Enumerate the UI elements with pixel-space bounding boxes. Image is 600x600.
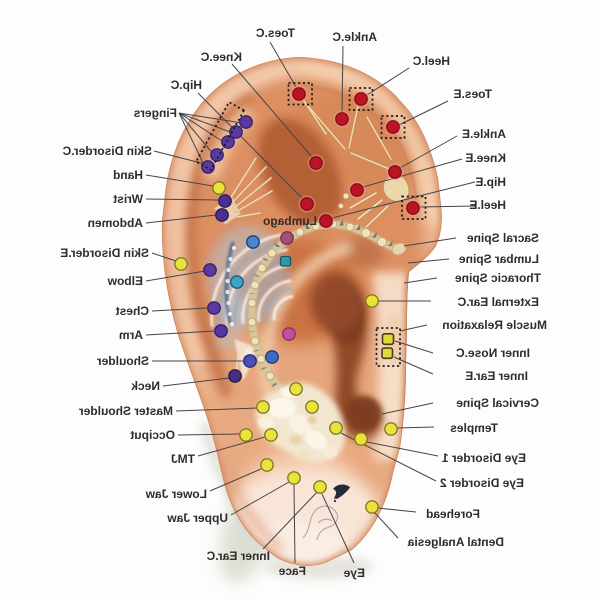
svg-text:Ankle.C: Ankle.C — [332, 30, 377, 44]
svg-text:Forehead: Forehead — [426, 507, 480, 521]
svg-text:Dental Analgesia: Dental Analgesia — [407, 535, 504, 549]
svg-text:Lumbar Spine: Lumbar Spine — [459, 252, 539, 266]
svg-text:Knee.E: Knee.E — [465, 151, 506, 165]
svg-text:Upper Jaw: Upper Jaw — [167, 511, 228, 525]
svg-text:Skin Disorder.C: Skin Disorder.C — [62, 144, 152, 158]
svg-text:Fingers: Fingers — [133, 106, 177, 120]
svg-text:Hip.E: Hip.E — [475, 175, 506, 189]
svg-text:Abdomen: Abdomen — [88, 216, 143, 230]
svg-text:Inner Nose.C: Inner Nose.C — [456, 346, 530, 360]
svg-text:Shoulder: Shoulder — [97, 354, 149, 368]
svg-text:Master Shoulder: Master Shoulder — [79, 404, 173, 418]
svg-text:Thoracic Spine: Thoracic Spine — [455, 271, 541, 285]
svg-text:Toes.E: Toes.E — [454, 87, 492, 101]
svg-text:Heel.C: Heel.C — [412, 54, 450, 68]
svg-text:Elbow: Elbow — [107, 274, 143, 288]
svg-text:Arm: Arm — [119, 328, 143, 342]
svg-text:Ankle.E: Ankle.E — [462, 127, 506, 141]
svg-text:TMJ: TMJ — [171, 452, 195, 466]
svg-text:Eye Disorder 1: Eye Disorder 1 — [442, 451, 526, 465]
svg-text:Skin Disorder.E: Skin Disorder.E — [60, 246, 149, 260]
svg-text:Lumbago: Lumbago — [263, 214, 317, 228]
svg-text:Eye: Eye — [343, 566, 365, 580]
svg-text:Lower Jaw: Lower Jaw — [145, 487, 207, 501]
svg-text:Cervical Spine: Cervical Spine — [456, 396, 539, 410]
svg-text:Wrist: Wrist — [113, 192, 143, 206]
svg-text:Toes.C: Toes.C — [256, 26, 295, 40]
svg-text:Inner Ear.C: Inner Ear.C — [206, 549, 270, 563]
svg-text:Sacral Spine: Sacral Spine — [467, 231, 539, 245]
svg-text:Eye Disorder 2: Eye Disorder 2 — [440, 476, 524, 490]
svg-text:Neck: Neck — [131, 379, 160, 393]
svg-text:Temples: Temples — [450, 421, 498, 435]
svg-text:Hip.C: Hip.C — [170, 78, 202, 92]
svg-text:Heel.E: Heel.E — [469, 198, 506, 212]
svg-text:Face: Face — [278, 564, 306, 578]
svg-text:Chest: Chest — [116, 304, 149, 318]
svg-text:Muscle Relaxation: Muscle Relaxation — [442, 318, 547, 332]
svg-text:Hand: Hand — [113, 168, 143, 182]
svg-text:Inner Ear.E: Inner Ear.E — [465, 369, 528, 383]
svg-text:Knee.C: Knee.C — [200, 50, 242, 64]
svg-text:Occiput: Occiput — [130, 428, 175, 442]
svg-text:External Ear.C: External Ear.C — [457, 295, 539, 309]
